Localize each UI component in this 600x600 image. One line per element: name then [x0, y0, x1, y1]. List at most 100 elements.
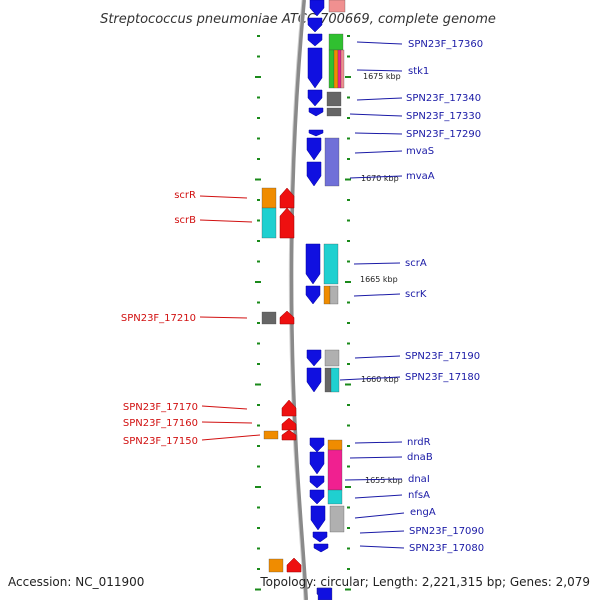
tick-mark — [347, 568, 350, 570]
gene-arrow — [313, 543, 329, 553]
cog-block — [329, 285, 339, 305]
gene-label[interactable]: SPN23F_17150 — [123, 436, 198, 447]
gene-arrow — [309, 451, 325, 475]
tick-mark — [257, 445, 260, 447]
gene-label[interactable]: dnaB — [407, 452, 433, 463]
tick-mark — [347, 404, 350, 406]
reverse-strand-genes — [261, 187, 302, 573]
gene-label[interactable]: SPN23F_17160 — [123, 418, 198, 429]
tick-mark — [347, 527, 350, 529]
gene-arrow — [306, 161, 322, 187]
tick-mark — [347, 199, 350, 201]
gene-arrow — [310, 505, 326, 531]
tick-mark — [347, 260, 350, 263]
gene-label[interactable]: engA — [410, 507, 436, 518]
gene-arrow — [305, 285, 321, 305]
tick-mark — [255, 178, 261, 181]
cog-block — [330, 367, 340, 393]
cog-block — [261, 207, 277, 239]
gene-label[interactable]: SPN23F_17170 — [123, 402, 198, 413]
cog-block — [324, 137, 340, 187]
gene-arrow — [312, 531, 328, 543]
gene-arrow — [307, 89, 323, 107]
tick-mark — [257, 342, 260, 345]
gene-label[interactable]: SPN23F_17090 — [409, 526, 484, 537]
tick-mark — [257, 465, 260, 468]
gene-arrow — [286, 557, 302, 573]
gene-label[interactable]: dnaI — [408, 474, 430, 485]
tick-mark — [257, 527, 260, 529]
tick-mark — [255, 486, 261, 488]
gene-arrow — [307, 47, 323, 89]
tick-marks — [255, 35, 351, 591]
tick-mark — [347, 117, 350, 119]
gene-arrow — [308, 129, 324, 137]
backbone-highlight — [288, 0, 305, 600]
gene-label[interactable]: stk1 — [408, 66, 429, 77]
gene-arrow — [281, 429, 297, 441]
gene-label[interactable]: scrB — [174, 215, 196, 226]
gene-label[interactable]: SPN23F_17180 — [405, 372, 480, 383]
gene-label[interactable]: nfsA — [408, 490, 430, 501]
gene-label[interactable]: SPN23F_17360 — [408, 39, 483, 50]
gene-label[interactable]: SPN23F_17330 — [406, 111, 481, 122]
gene-label[interactable]: SPN23F_17190 — [405, 351, 480, 362]
tick-mark — [345, 486, 351, 488]
tick-mark — [347, 445, 350, 447]
gene-label[interactable]: SPN23F_17080 — [409, 543, 484, 554]
kbp-label: 1655 kbp — [365, 476, 403, 485]
tick-mark — [345, 281, 351, 283]
tick-mark — [347, 35, 350, 37]
cog-block — [328, 49, 335, 89]
tick-mark — [347, 96, 350, 99]
tick-mark — [347, 219, 350, 222]
cog-block — [324, 367, 332, 393]
cog-block — [328, 0, 346, 13]
cog-block — [317, 587, 333, 600]
gene-label[interactable]: scrK — [405, 289, 427, 300]
cog-block — [327, 439, 343, 451]
kbp-label: 1665 kbp — [360, 275, 398, 284]
accession-label: Accession: NC_011900 — [8, 575, 144, 589]
gene-arrow — [307, 17, 323, 33]
kbp-scale: 1675 kbp 1670 kbp 1665 kbp 1660 kbp 1655… — [360, 72, 403, 485]
gene-label[interactable]: scrR — [174, 190, 196, 201]
gene-label[interactable]: mvaS — [406, 146, 434, 157]
tick-mark — [257, 363, 260, 365]
gene-arrow — [305, 243, 321, 285]
gene-label[interactable]: SPN23F_17210 — [121, 313, 196, 324]
tick-mark — [257, 117, 260, 119]
tick-mark — [347, 424, 350, 427]
gene-arrow — [309, 0, 325, 17]
tick-mark — [255, 383, 261, 386]
gene-label[interactable]: mvaA — [406, 171, 435, 182]
cog-block — [326, 91, 342, 107]
gene-arrow — [281, 399, 297, 417]
gene-arrow — [309, 437, 325, 453]
gene-arrow — [279, 207, 295, 239]
tick-mark — [257, 55, 260, 58]
tick-mark — [257, 35, 260, 37]
tick-mark — [255, 76, 261, 78]
tick-mark — [257, 301, 260, 304]
tick-mark — [345, 588, 351, 591]
tick-mark — [257, 96, 260, 99]
gene-arrow — [306, 137, 322, 161]
tick-mark — [347, 158, 350, 160]
tick-mark — [345, 383, 351, 386]
gene-label[interactable]: SPN23F_17290 — [406, 129, 481, 140]
cog-block — [326, 107, 342, 117]
tick-mark — [255, 281, 261, 283]
tick-mark — [257, 568, 260, 570]
tick-mark — [257, 506, 260, 509]
gene-label[interactable]: nrdR — [407, 437, 431, 448]
gene-label[interactable]: scrA — [405, 258, 427, 269]
gene-arrow — [308, 107, 324, 117]
tick-mark — [345, 76, 351, 78]
gene-label[interactable]: SPN23F_17340 — [406, 93, 481, 104]
gene-arrow — [306, 367, 322, 393]
tick-mark — [347, 342, 350, 345]
tick-mark — [347, 506, 350, 509]
tick-mark — [257, 137, 260, 140]
